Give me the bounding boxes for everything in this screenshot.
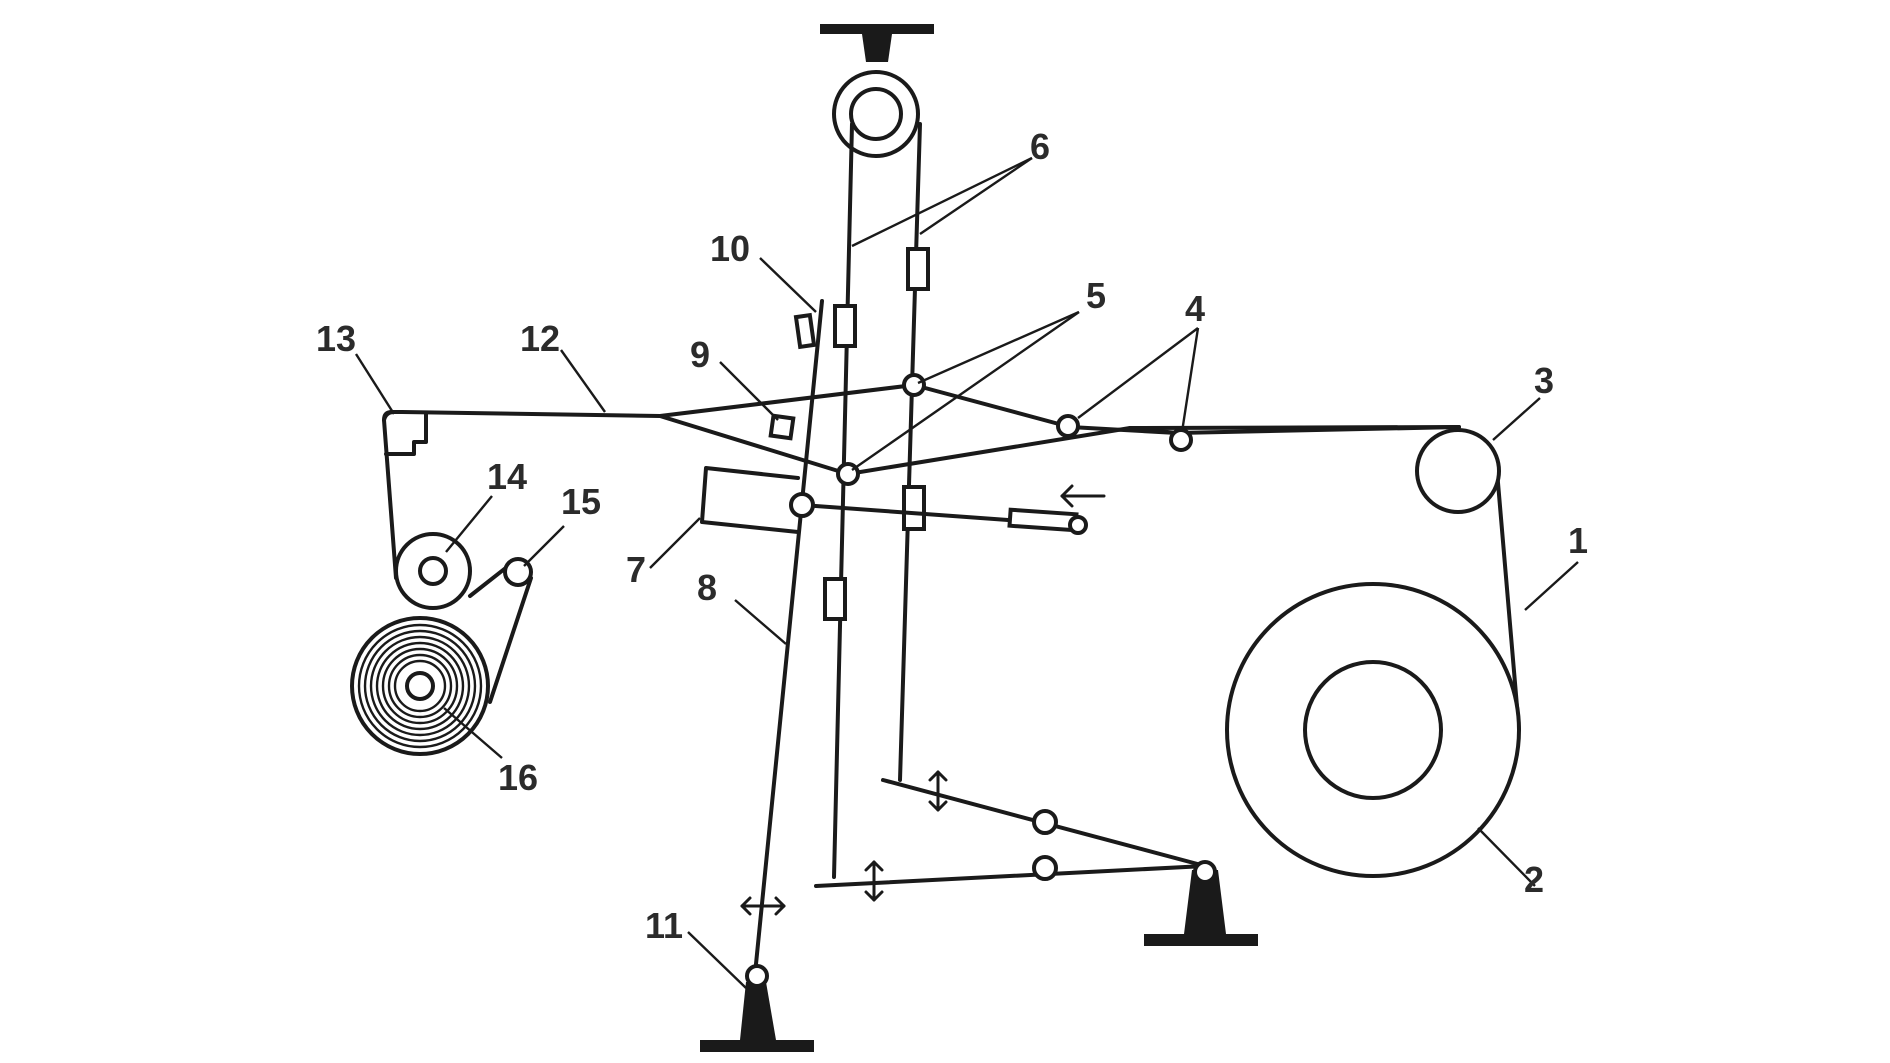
arrow-updown-icon-1 (928, 770, 948, 812)
label-3: 3 (1534, 360, 1554, 401)
top-mount (820, 24, 934, 62)
label-10: 10 (710, 228, 750, 269)
label-15: 15 (561, 481, 601, 522)
arrow-updown-icon-2 (864, 860, 884, 902)
reed-square (768, 413, 796, 441)
label-5: 5 (1086, 275, 1106, 316)
heald-eye-right-1 (906, 247, 930, 291)
label-6: 6 (1030, 126, 1050, 167)
label-16: 16 (498, 757, 538, 798)
label-2: 2 (1524, 859, 1544, 900)
label-12: 12 (520, 318, 560, 359)
leader-lines (354, 156, 1579, 989)
arrow-left-icon (1060, 484, 1106, 508)
heald-eye-left-1 (833, 304, 857, 348)
top-pulley (832, 70, 920, 158)
warp-threads (400, 373, 1461, 486)
sley-crank (1007, 507, 1079, 533)
motion-arrows (740, 484, 1106, 916)
label-1: 1 (1568, 520, 1588, 561)
cloth-roll (350, 616, 490, 756)
label-7: 7 (626, 549, 646, 590)
sley-assembly (700, 299, 1088, 976)
label-8: 8 (697, 567, 717, 608)
back-rest-and-beam (1225, 428, 1521, 878)
arrow-leftright-icon (740, 896, 786, 916)
back-rest-roller (1415, 428, 1501, 514)
warp-beam-inner (1303, 660, 1443, 800)
sley-pivot (789, 492, 815, 518)
label-9: 9 (690, 334, 710, 375)
number-labels: 1 2 3 4 5 6 7 8 9 10 11 12 13 14 15 16 (316, 126, 1588, 946)
treadle-support (1144, 860, 1258, 946)
heald-eye-upper (902, 373, 926, 397)
label-4: 4 (1185, 288, 1205, 329)
label-13: 13 (316, 318, 356, 359)
sley-support (700, 964, 814, 1052)
heald-cords (823, 122, 930, 879)
heald-eye-left-2 (823, 577, 847, 621)
lease-rod-2 (1169, 428, 1193, 452)
label-14: 14 (487, 456, 527, 497)
heald-eye-right-2 (902, 485, 926, 531)
lease-rod-1 (1056, 414, 1080, 438)
label-11: 11 (645, 905, 683, 946)
reed-block (793, 312, 817, 350)
